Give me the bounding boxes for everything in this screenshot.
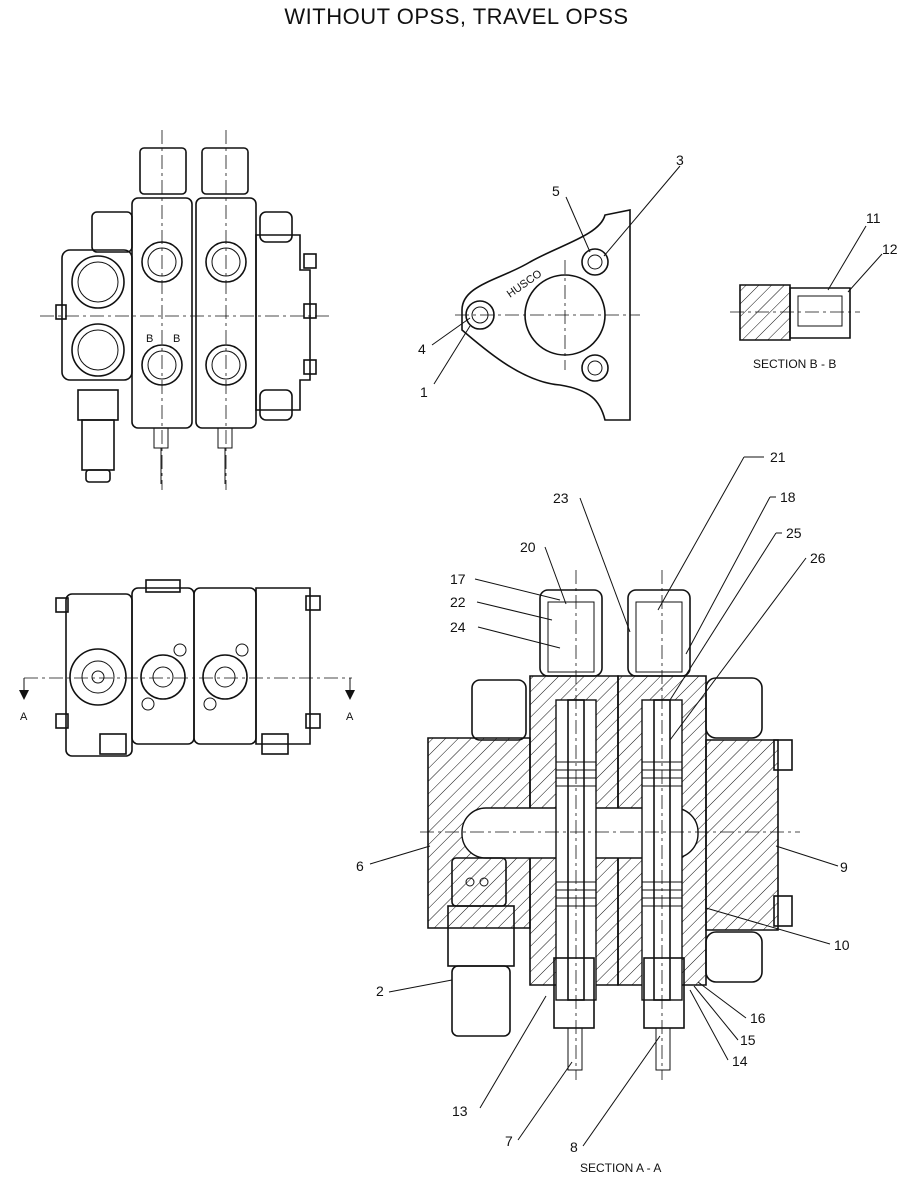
callout-13: 13 bbox=[452, 1103, 468, 1119]
end-plate-view: HUSCO bbox=[455, 209, 640, 421]
section-bb-view: SECTION B - B bbox=[730, 284, 860, 371]
section-bb-label: SECTION B - B bbox=[753, 357, 836, 371]
callout-5: 5 bbox=[552, 183, 560, 199]
callout-6: 6 bbox=[356, 858, 364, 874]
callout-16: 16 bbox=[750, 1010, 766, 1026]
callout-18: 18 bbox=[780, 489, 796, 505]
cut-a-right-label: A bbox=[346, 711, 354, 723]
callout-15: 15 bbox=[740, 1032, 756, 1048]
callout-12: 12 bbox=[882, 241, 898, 257]
callout-9: 9 bbox=[840, 859, 848, 875]
callout-1: 1 bbox=[420, 384, 428, 400]
callout-25: 25 bbox=[786, 525, 802, 541]
callout-17: 17 bbox=[450, 571, 466, 587]
callout-10: 10 bbox=[834, 937, 850, 953]
valve-top-view: A A bbox=[19, 579, 355, 757]
callout-23: 23 bbox=[553, 490, 569, 506]
cut-a-left-label: A bbox=[20, 711, 28, 723]
cut-b-right-label: B bbox=[173, 333, 180, 345]
callout-2: 2 bbox=[376, 983, 384, 999]
callout-3: 3 bbox=[676, 152, 684, 168]
callout-4: 4 bbox=[418, 341, 426, 357]
callout-20: 20 bbox=[520, 539, 536, 555]
callout-labels: 1 2 3 4 5 6 7 8 9 10 11 12 13 14 15 16 1… bbox=[356, 152, 898, 1155]
cut-b-left-label: B bbox=[146, 333, 153, 345]
callout-7: 7 bbox=[505, 1133, 513, 1149]
callout-8: 8 bbox=[570, 1139, 578, 1155]
leader-lines bbox=[369, 165, 883, 1147]
callout-24: 24 bbox=[450, 619, 466, 635]
section-aa-label: SECTION A - A bbox=[580, 1161, 661, 1175]
valve-front-view: B B bbox=[40, 130, 330, 490]
diagram-title: WITHOUT OPSS, TRAVEL OPSS bbox=[284, 4, 629, 29]
callout-22: 22 bbox=[450, 594, 466, 610]
callout-11: 11 bbox=[866, 210, 881, 226]
callout-26: 26 bbox=[810, 550, 826, 566]
callout-14: 14 bbox=[732, 1053, 748, 1069]
callout-21: 21 bbox=[770, 449, 786, 465]
section-aa-view: SECTION A - A bbox=[420, 570, 800, 1175]
